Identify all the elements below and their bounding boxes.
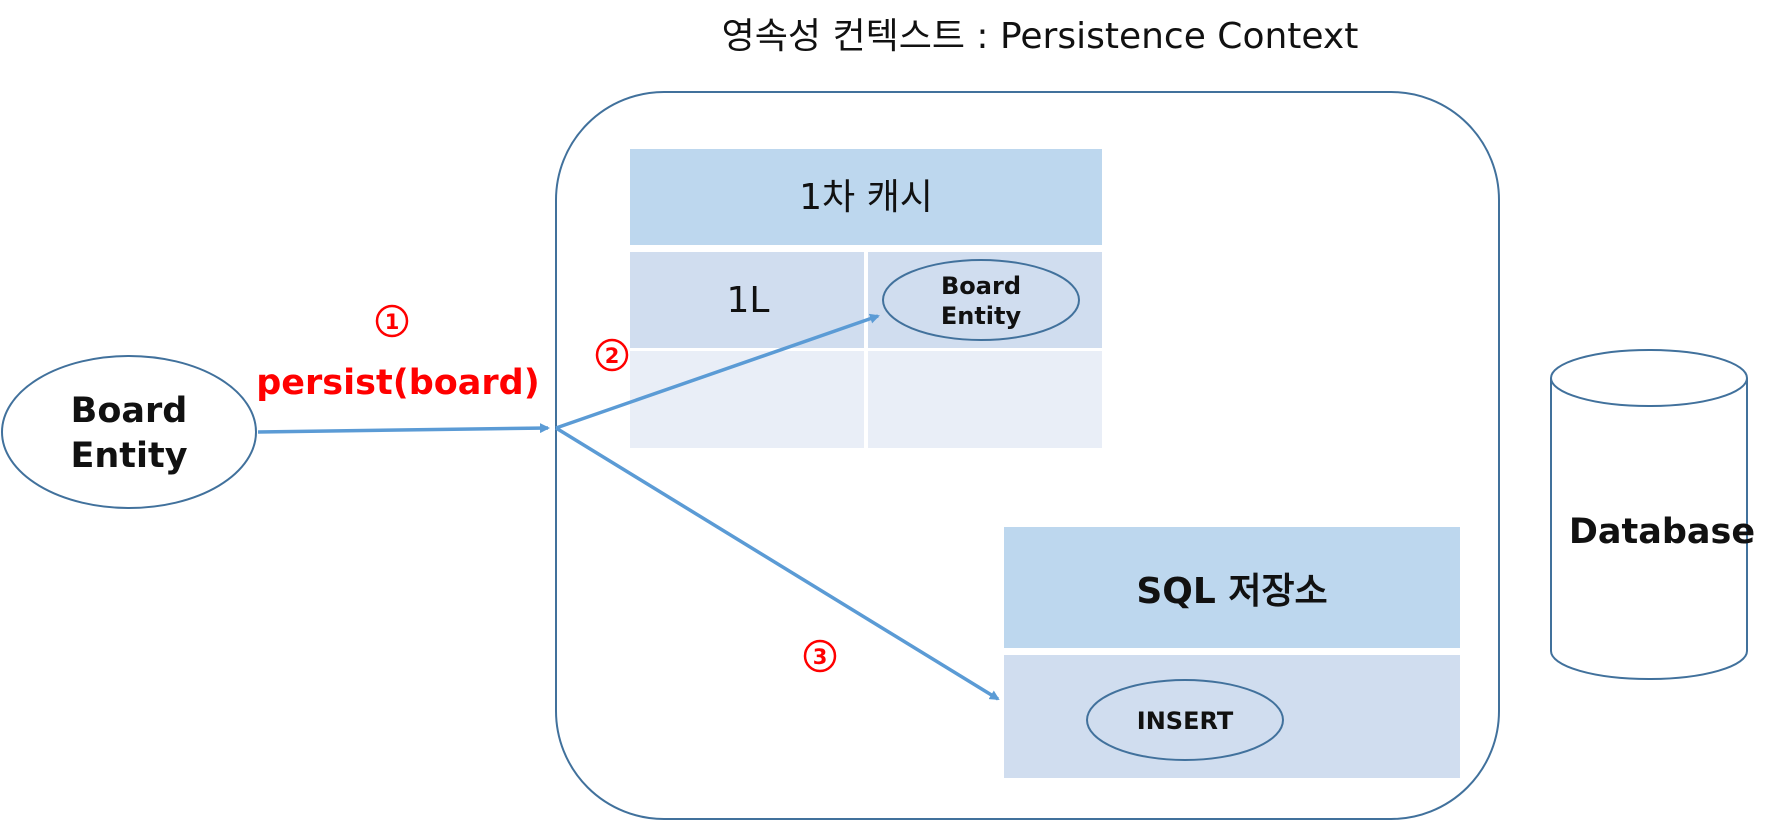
step-2-circle	[595, 338, 629, 372]
board-entity-ellipse	[1, 355, 257, 509]
board-entity-node: Board Entity	[1, 355, 257, 509]
insert-query-label: INSERT	[1137, 707, 1234, 735]
step-2-marker: 2	[595, 338, 629, 372]
sql-store-table: SQL 저장소 INSERT	[1004, 527, 1460, 778]
insert-query-ellipse	[1086, 679, 1284, 761]
step-3-number: 3	[813, 645, 828, 669]
sql-store-arrow	[555, 426, 1000, 701]
cache-entity-label-line1: Board	[941, 272, 1021, 300]
step-1-circle	[375, 304, 409, 338]
sql-store-header-cell	[1004, 527, 1460, 648]
board-entity-label-line2: Entity	[70, 436, 187, 476]
cache-key-cell	[630, 252, 864, 348]
cache-entity-ellipse	[882, 259, 1080, 341]
step-1-number: 1	[385, 310, 400, 334]
step-3-marker: 3	[803, 639, 837, 673]
database-cylinder: Database	[1550, 349, 1755, 680]
database-cylinder-body	[1550, 378, 1748, 680]
persist-arrow	[257, 423, 550, 434]
first-level-cache-table: 1차 캐시 1L Board Entity	[630, 149, 1102, 448]
step-1-marker: 1	[375, 304, 409, 338]
cache-arrow	[555, 313, 880, 430]
database-label: Database	[1569, 512, 1755, 552]
cache-key-label: 1L	[727, 280, 770, 321]
database-cylinder-top	[1550, 349, 1748, 407]
cache-entity-label-line2: Entity	[941, 302, 1022, 330]
cache-empty-key-cell	[630, 351, 864, 448]
step-3-circle	[803, 639, 837, 673]
step-2-number: 2	[605, 344, 620, 368]
board-entity-label-line1: Board	[71, 391, 188, 431]
diagram-title: 영속성 컨텍스트 : Persistence Context	[722, 16, 1359, 57]
cache-header-cell	[630, 149, 1102, 245]
cache-header-label: 1차 캐시	[799, 177, 933, 218]
cache-empty-value-cell	[868, 351, 1102, 448]
persist-call-label: persist(board)	[256, 363, 539, 403]
sql-store-header-label: SQL 저장소	[1136, 571, 1327, 612]
